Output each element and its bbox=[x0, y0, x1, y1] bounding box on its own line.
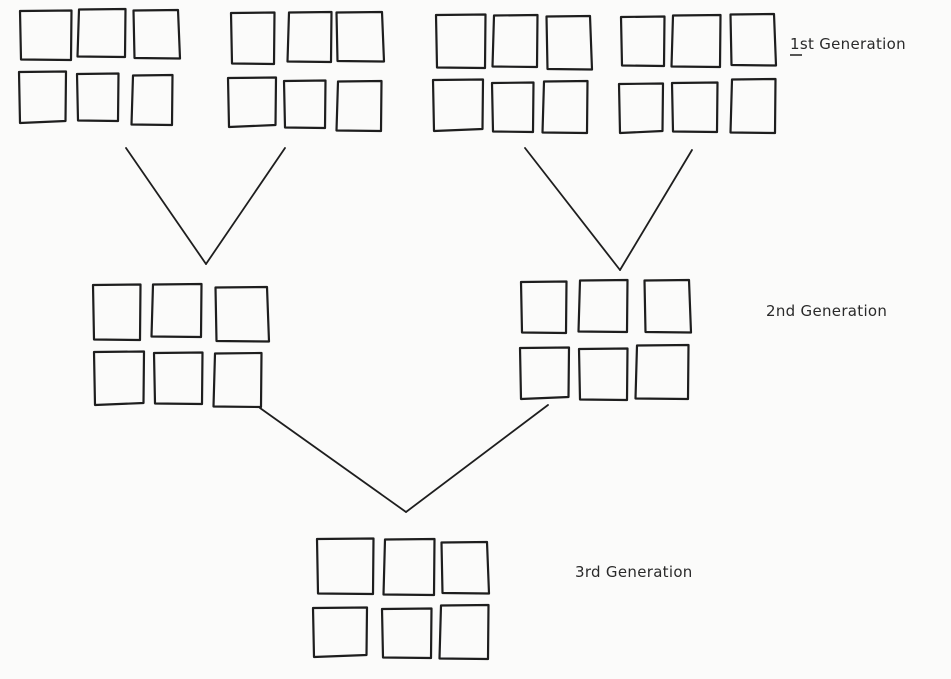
group-g1c bbox=[431, 13, 594, 135]
box bbox=[335, 10, 386, 63]
box bbox=[545, 14, 594, 71]
box bbox=[152, 351, 204, 406]
connector-line bbox=[125, 147, 207, 265]
box bbox=[490, 81, 535, 134]
label-1st-generation-text: 1st Generation bbox=[790, 35, 906, 53]
box bbox=[214, 285, 271, 343]
box bbox=[643, 278, 693, 334]
box bbox=[670, 81, 719, 134]
box bbox=[438, 603, 490, 661]
connector-line bbox=[205, 147, 286, 265]
box bbox=[130, 73, 174, 127]
box bbox=[91, 283, 142, 342]
box bbox=[315, 537, 375, 596]
label-2nd-generation-text: 2nd Generation bbox=[766, 302, 888, 320]
box bbox=[541, 79, 589, 135]
group-g1a bbox=[17, 7, 182, 127]
box bbox=[335, 79, 383, 133]
box bbox=[491, 13, 539, 69]
box bbox=[518, 346, 571, 401]
box bbox=[75, 72, 120, 123]
box bbox=[519, 280, 568, 335]
box bbox=[729, 77, 777, 135]
label-3rd-generation: 3rd Generation bbox=[575, 563, 693, 581]
group-g2b bbox=[518, 278, 693, 402]
label-2nd-generation: 2nd Generation bbox=[766, 302, 887, 320]
label-1st-generation: 1st Generation bbox=[790, 35, 906, 53]
box bbox=[431, 78, 485, 133]
group-g2a bbox=[91, 282, 271, 409]
box bbox=[282, 79, 327, 130]
box bbox=[670, 13, 722, 69]
box bbox=[212, 351, 263, 409]
box bbox=[617, 82, 665, 135]
connector-line bbox=[619, 149, 693, 271]
box bbox=[440, 540, 491, 595]
group-g3 bbox=[311, 537, 491, 661]
box bbox=[577, 347, 629, 402]
connector-line bbox=[405, 404, 549, 513]
box bbox=[76, 7, 127, 59]
group-g1b bbox=[226, 10, 386, 133]
box bbox=[577, 278, 629, 334]
box bbox=[18, 9, 73, 62]
box bbox=[226, 76, 278, 129]
box bbox=[382, 537, 436, 597]
box bbox=[311, 606, 369, 659]
box bbox=[434, 13, 487, 70]
box bbox=[150, 282, 203, 339]
box bbox=[229, 11, 276, 66]
box bbox=[380, 607, 433, 660]
box bbox=[619, 15, 666, 68]
connector-line bbox=[259, 407, 407, 513]
box bbox=[634, 343, 690, 401]
label-3rd-generation-text: 3rd Generation bbox=[575, 563, 693, 581]
box bbox=[729, 12, 778, 67]
box bbox=[132, 8, 182, 60]
connector-line bbox=[524, 147, 621, 271]
box bbox=[17, 70, 68, 125]
box bbox=[92, 350, 146, 407]
box bbox=[286, 10, 333, 64]
group-g1d bbox=[617, 12, 778, 135]
